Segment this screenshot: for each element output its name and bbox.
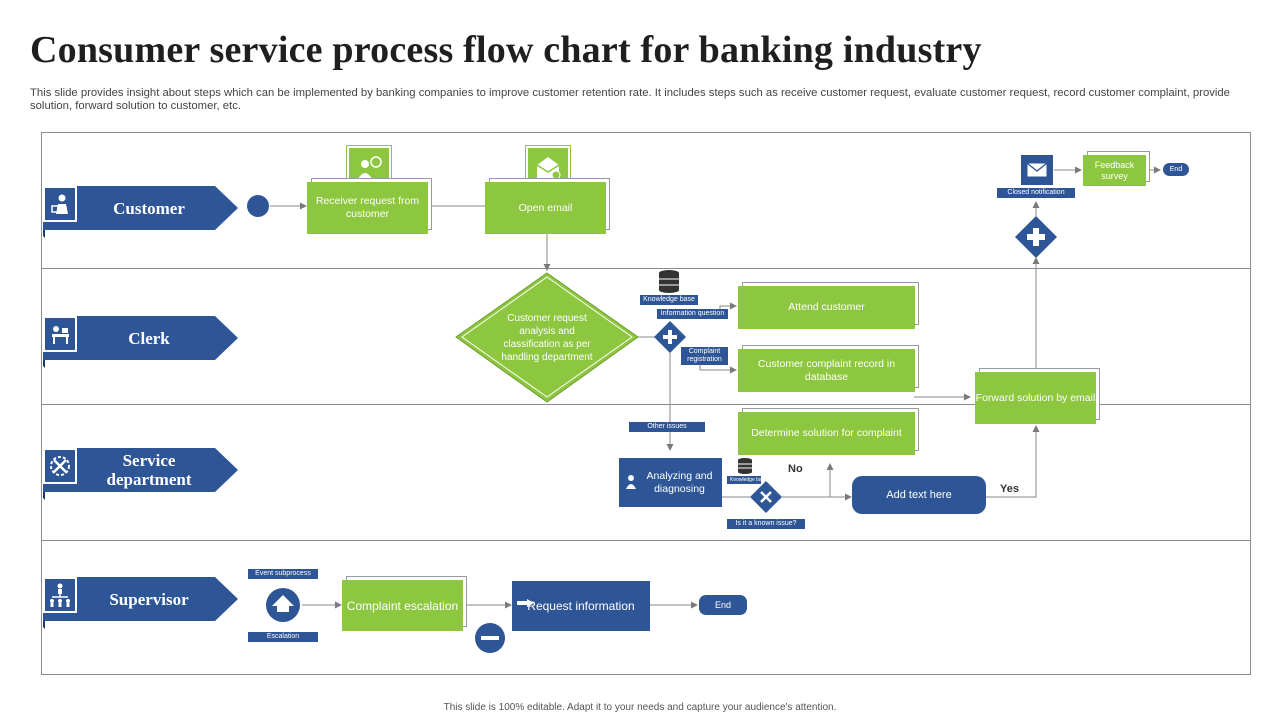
- node-open-email: Open email: [485, 182, 606, 234]
- label-yes: Yes: [1000, 483, 1019, 495]
- node-end-top: End: [1163, 163, 1189, 176]
- swimlane-frame: [41, 132, 1251, 675]
- clerk-desk-icon: [43, 316, 85, 360]
- lane-label-supervisor: Supervisor: [109, 589, 189, 609]
- lane-divider: [41, 404, 1251, 405]
- person-icon: [625, 474, 637, 494]
- lane-label-service: Service department: [106, 451, 192, 489]
- lane-divider: [41, 540, 1251, 541]
- node-determine-solution: Determine solution for complaint: [738, 412, 915, 455]
- node-analysis-text: Customer request analysis and classifica…: [501, 313, 593, 363]
- label-knowledge-base: Knowledge base: [640, 295, 698, 305]
- customer-icon: [43, 186, 85, 230]
- node-complaint-escalation: Complaint escalation: [342, 580, 463, 631]
- node-feedback-survey: Feedback survey: [1083, 155, 1146, 186]
- analysis-diamond-back: [455, 272, 639, 403]
- org-chart-icon: [43, 577, 85, 621]
- analysis-diamond-outline: [461, 276, 633, 398]
- lane-customer: Customer: [43, 186, 238, 238]
- label-other-issues: Other issues: [629, 422, 705, 432]
- email-envelope-icon: [1021, 155, 1053, 185]
- node-forward-solution: Forward solution by email: [975, 372, 1096, 424]
- node-record-complaint: Customer complaint record in database: [738, 349, 915, 392]
- node-attend-customer: Attend customer: [738, 286, 915, 329]
- arrow-addtext-to-forward: [986, 425, 1040, 498]
- node-analyzing: Analyzing and diagnosing: [619, 458, 722, 507]
- label-closed-notification: Closed notification: [997, 188, 1075, 198]
- lane-supervisor: Supervisor: [43, 577, 238, 629]
- lane-divider: [41, 268, 1251, 269]
- node-analyzing-label: Analyzing and diagnosing: [646, 469, 713, 495]
- footer-note: This slide is 100% editable. Adapt it to…: [443, 702, 837, 713]
- database-icon-clerk: [659, 270, 679, 293]
- lane-clerk: Clerk: [43, 316, 238, 368]
- database-icon-service: [738, 458, 752, 474]
- label-complaint-registration: Complaint registration: [681, 347, 728, 365]
- node-request-information: Request information: [512, 581, 650, 631]
- lane-label-clerk: Clerk: [128, 328, 170, 348]
- label-knowledge-base-small: Knowledge base: [727, 476, 767, 484]
- tools-gear-icon: [43, 448, 85, 492]
- node-request-information-label: Request information: [527, 599, 635, 613]
- node-receive-request: Receiver request from customer: [307, 182, 428, 234]
- page-subtitle: This slide provides insight about steps …: [30, 87, 1230, 112]
- page-title: Consumer service process flow chart for …: [30, 29, 982, 71]
- lane-label-customer: Customer: [113, 198, 185, 218]
- lane-service: Service department: [43, 448, 238, 500]
- node-end-bottom: End: [699, 595, 747, 615]
- label-information-question: Information question: [657, 309, 728, 319]
- label-event-subprocess: Event subprocess: [248, 569, 318, 579]
- label-escalation: Escalation: [248, 632, 318, 642]
- label-known-issue: Is it a known issue?: [727, 519, 805, 529]
- node-add-text: Add text here: [852, 476, 986, 514]
- label-no: No: [788, 463, 803, 475]
- start-event-circle: [247, 195, 269, 217]
- pointing-hand-icon: [517, 597, 535, 612]
